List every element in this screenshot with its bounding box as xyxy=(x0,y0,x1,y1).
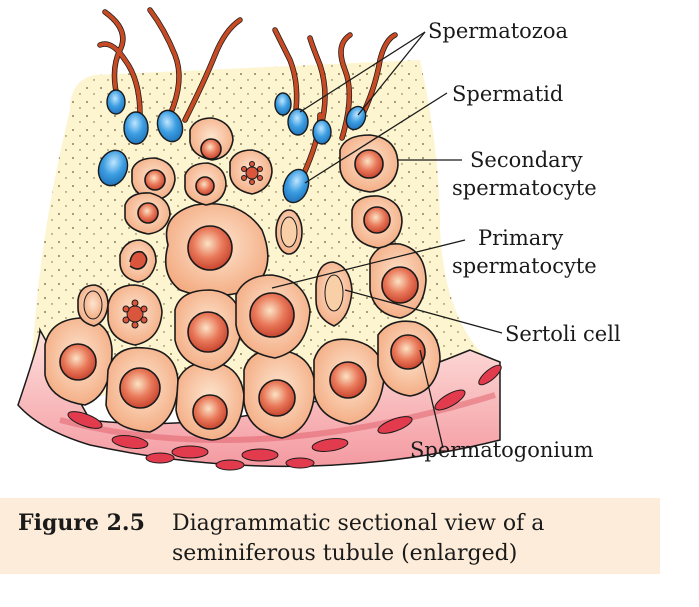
spermatozoa-heads xyxy=(97,89,367,204)
caption-text-2: seminiferous tubule (enlarged) xyxy=(172,541,518,566)
label-spermatid: Spermatid xyxy=(452,82,563,106)
label-primary-2: spermatocyte xyxy=(452,254,597,278)
label-spermatogonium: Spermatogonium xyxy=(410,438,594,462)
label-primary-1: Primary xyxy=(478,226,563,250)
figure-caption: Figure 2.5 Diagrammatic sectional view of… xyxy=(0,498,660,574)
label-spermatozoa: Spermatozoa xyxy=(428,19,568,43)
label-secondary-1: Secondary xyxy=(470,148,583,172)
caption-text-1: Diagrammatic sectional view of a xyxy=(172,511,545,536)
spermatogonia-layer xyxy=(44,317,441,441)
seminiferous-tubule-diagram: Spermatozoa Spermatid Secondary spermato… xyxy=(17,7,621,471)
dividing-nucleus-2 xyxy=(241,161,263,185)
basement-membrane xyxy=(17,327,502,471)
label-secondary-2: spermatocyte xyxy=(452,176,597,200)
figure-number: Figure 2.5 xyxy=(18,510,145,536)
caption-line-2: seminiferous tubule (enlarged) xyxy=(18,539,660,569)
caption-line-1: Figure 2.5 Diagrammatic sectional view of… xyxy=(18,508,660,539)
primary-spermatocytes xyxy=(77,203,427,371)
leader-lines xyxy=(271,31,503,449)
label-sertoli-cell: Sertoli cell xyxy=(505,322,621,346)
secondary-spermatocytes xyxy=(124,117,403,249)
dividing-nucleus xyxy=(122,299,148,329)
sertoli-cell xyxy=(275,209,353,327)
